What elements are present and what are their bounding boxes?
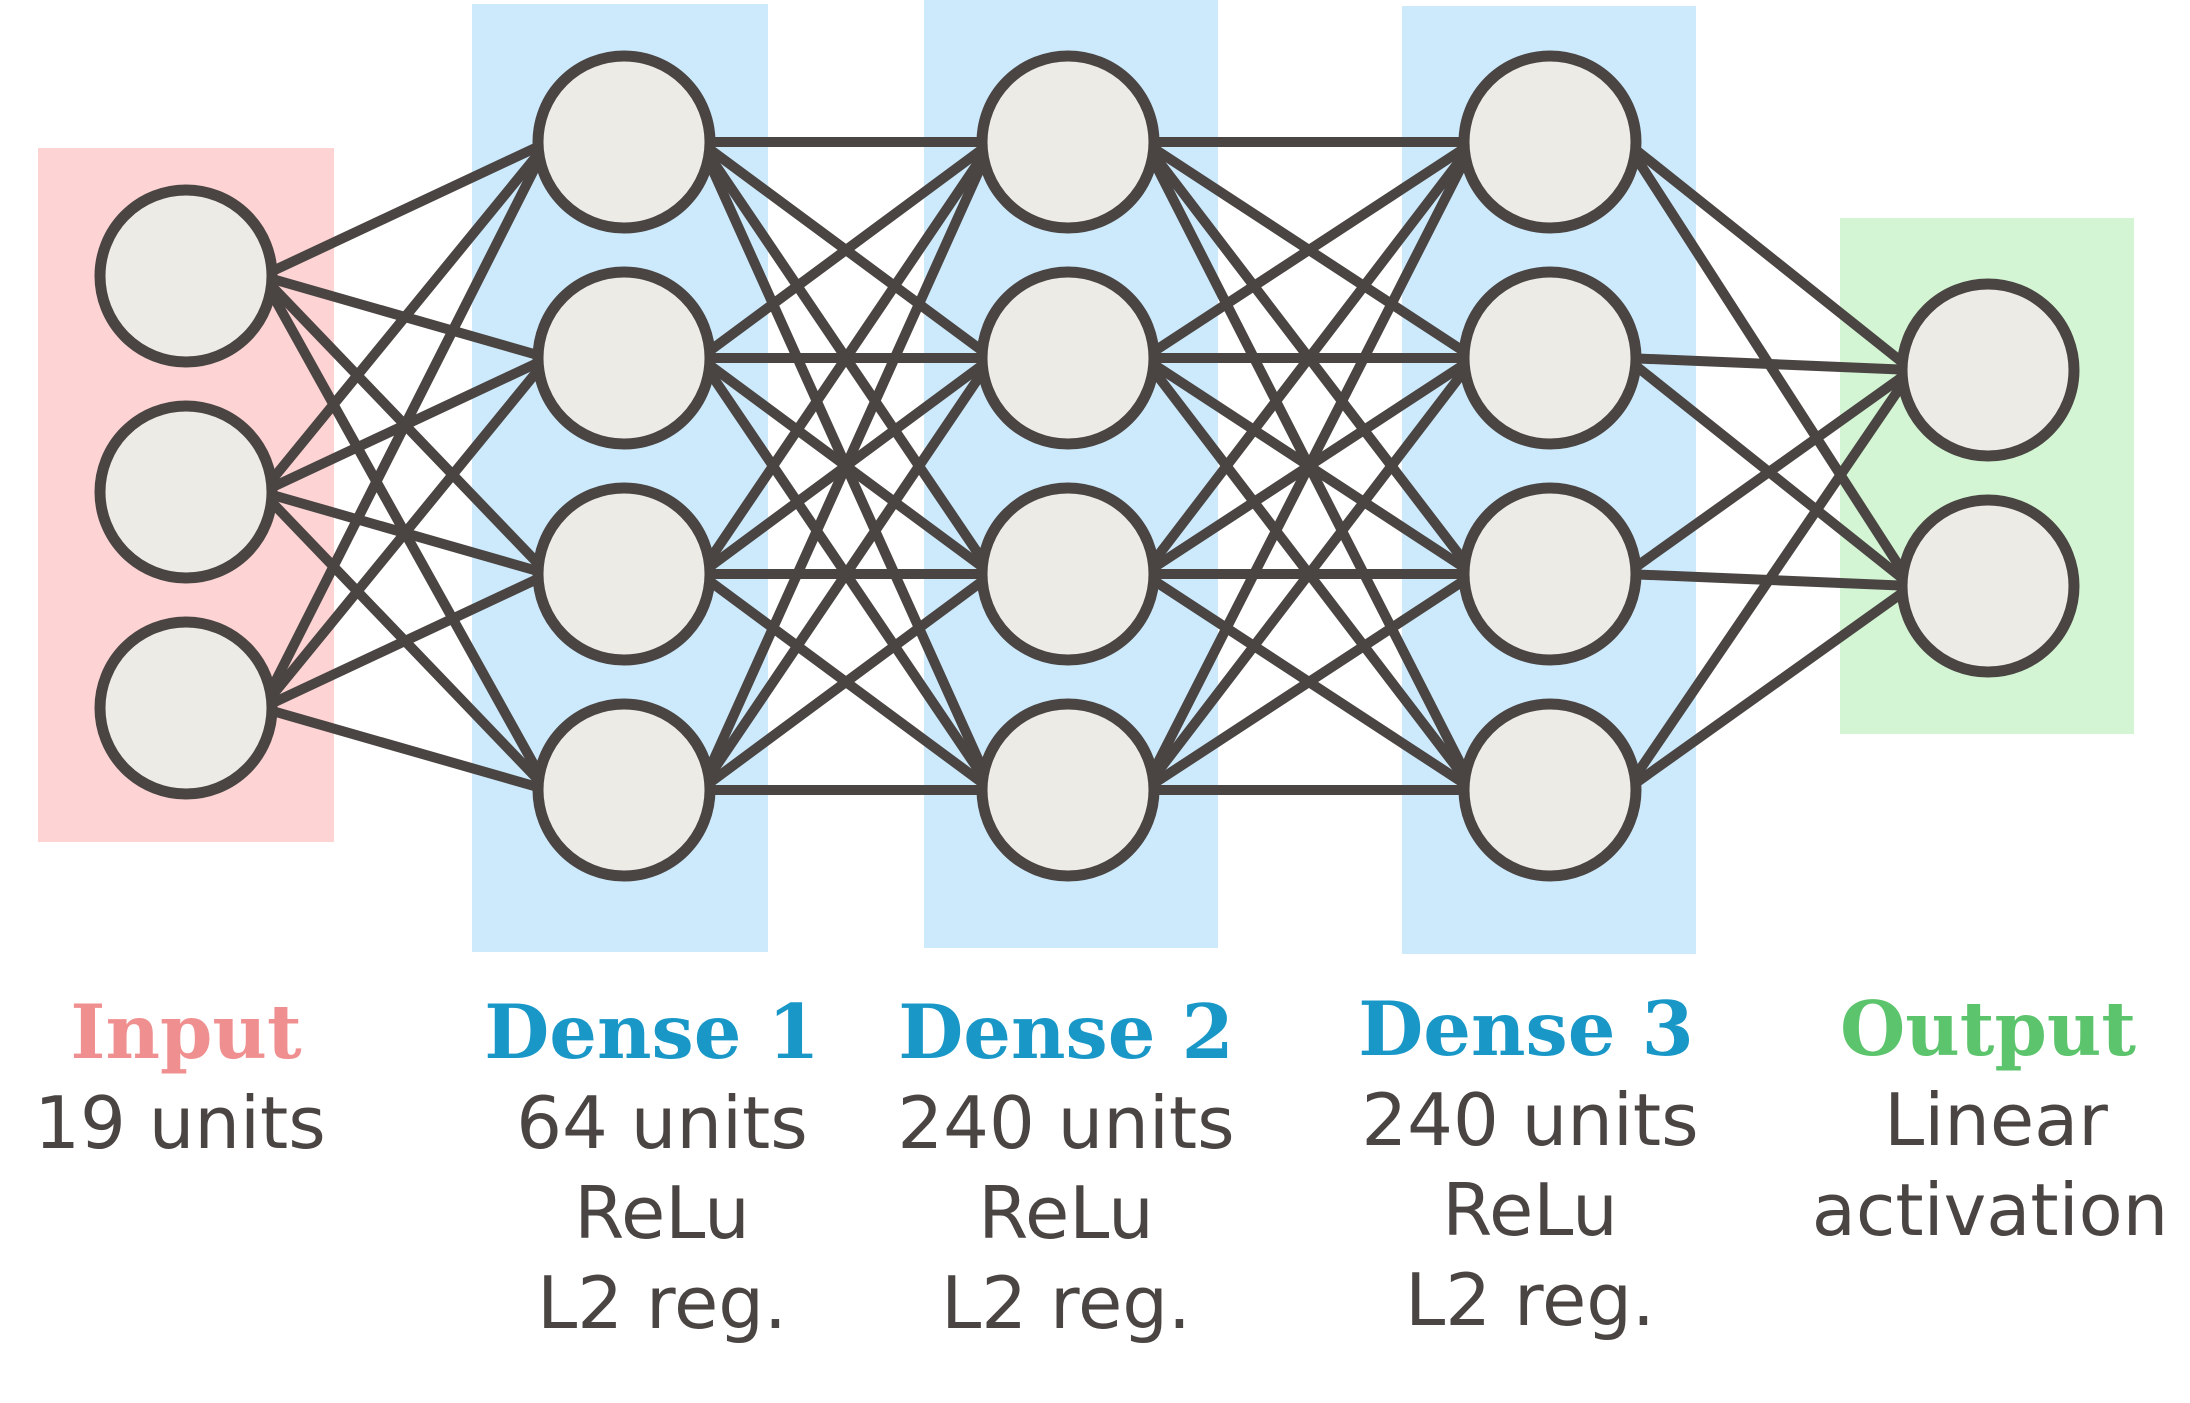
edge-dense2-4-to-dense3-1 xyxy=(1139,137,1479,795)
output-desc-line-2: activation xyxy=(1812,1168,2169,1252)
neurons xyxy=(94,50,2080,882)
edge-input-3-to-dense1-3 xyxy=(257,569,553,713)
edge-dense2-4-to-dense3-2 xyxy=(1139,353,1479,795)
connections xyxy=(257,137,1917,795)
edge-dense1-4-to-dense2-3 xyxy=(695,569,997,795)
dense2-neuron-2 xyxy=(976,266,1160,450)
dense3-desc-line-2: ReLu xyxy=(1442,1168,1618,1252)
edge-dense1-4-to-dense2-2 xyxy=(695,353,997,795)
dense2-title: Dense 2 xyxy=(898,988,1234,1076)
edge-dense2-2-to-dense3-1 xyxy=(1139,137,1479,363)
input-title: Input xyxy=(70,988,302,1076)
edge-input-3-to-dense1-2 xyxy=(257,353,553,713)
dense1-desc-line-1: 64 units xyxy=(516,1081,808,1165)
layer-labels: Input 19 units Dense 1 64 units ReLu L2 … xyxy=(34,985,2168,1345)
input-neuron-3 xyxy=(94,616,278,800)
dense3-neuron-3 xyxy=(1458,482,1642,666)
dense2-neuron-3 xyxy=(976,482,1160,666)
output-desc-line-1: Linear xyxy=(1884,1078,2108,1162)
edge-dense1-4-to-dense2-1 xyxy=(695,137,997,795)
dense1-desc-line-2: ReLu xyxy=(574,1171,750,1255)
edge-dense3-1-to-output-1 xyxy=(1621,137,1917,375)
dense2-neuron-4 xyxy=(976,698,1160,882)
edge-dense3-4-to-output-2 xyxy=(1621,581,1917,795)
dense3-neuron-1 xyxy=(1458,50,1642,234)
edge-input-1-to-dense1-1 xyxy=(257,137,553,281)
dense1-neuron-1 xyxy=(532,50,716,234)
edge-dense1-3-to-dense2-1 xyxy=(695,137,997,579)
dense1-neuron-3 xyxy=(532,482,716,666)
dense1-title: Dense 1 xyxy=(484,988,820,1076)
dense3-desc-line-3: L2 reg. xyxy=(1405,1258,1655,1342)
edge-input-3-to-dense1-4 xyxy=(257,703,553,795)
dense2-desc-line-2: ReLu xyxy=(978,1171,1154,1255)
output-title: Output xyxy=(1840,985,2136,1073)
dense3-neuron-2 xyxy=(1458,266,1642,450)
dense3-desc-line-1: 240 units xyxy=(1361,1078,1698,1162)
dense3-title: Dense 3 xyxy=(1358,985,1694,1073)
dense2-desc-line-1: 240 units xyxy=(897,1081,1234,1165)
edge-dense3-3-to-output-1 xyxy=(1621,365,1917,579)
dense1-desc-line-3: L2 reg. xyxy=(537,1261,787,1345)
edge-dense3-2-to-output-1 xyxy=(1621,353,1917,375)
dense1-neuron-4 xyxy=(532,698,716,882)
dense3-neuron-4 xyxy=(1458,698,1642,882)
input-neuron-2 xyxy=(94,400,278,584)
input-desc-line-1: 19 units xyxy=(34,1081,326,1165)
input-neuron-1 xyxy=(94,184,278,368)
output-neuron-1 xyxy=(1896,278,2080,462)
dense2-neuron-1 xyxy=(976,50,1160,234)
edge-dense3-4-to-output-1 xyxy=(1621,365,1917,795)
output-neuron-2 xyxy=(1896,494,2080,678)
edge-dense1-2-to-dense2-1 xyxy=(695,137,997,363)
dense2-desc-line-3: L2 reg. xyxy=(941,1261,1191,1345)
edge-input-2-to-dense1-1 xyxy=(257,137,553,497)
edge-dense2-4-to-dense3-3 xyxy=(1139,569,1479,795)
edge-input-3-to-dense1-1 xyxy=(257,137,553,713)
edge-dense2-3-to-dense3-1 xyxy=(1139,137,1479,579)
dense1-neuron-2 xyxy=(532,266,716,450)
